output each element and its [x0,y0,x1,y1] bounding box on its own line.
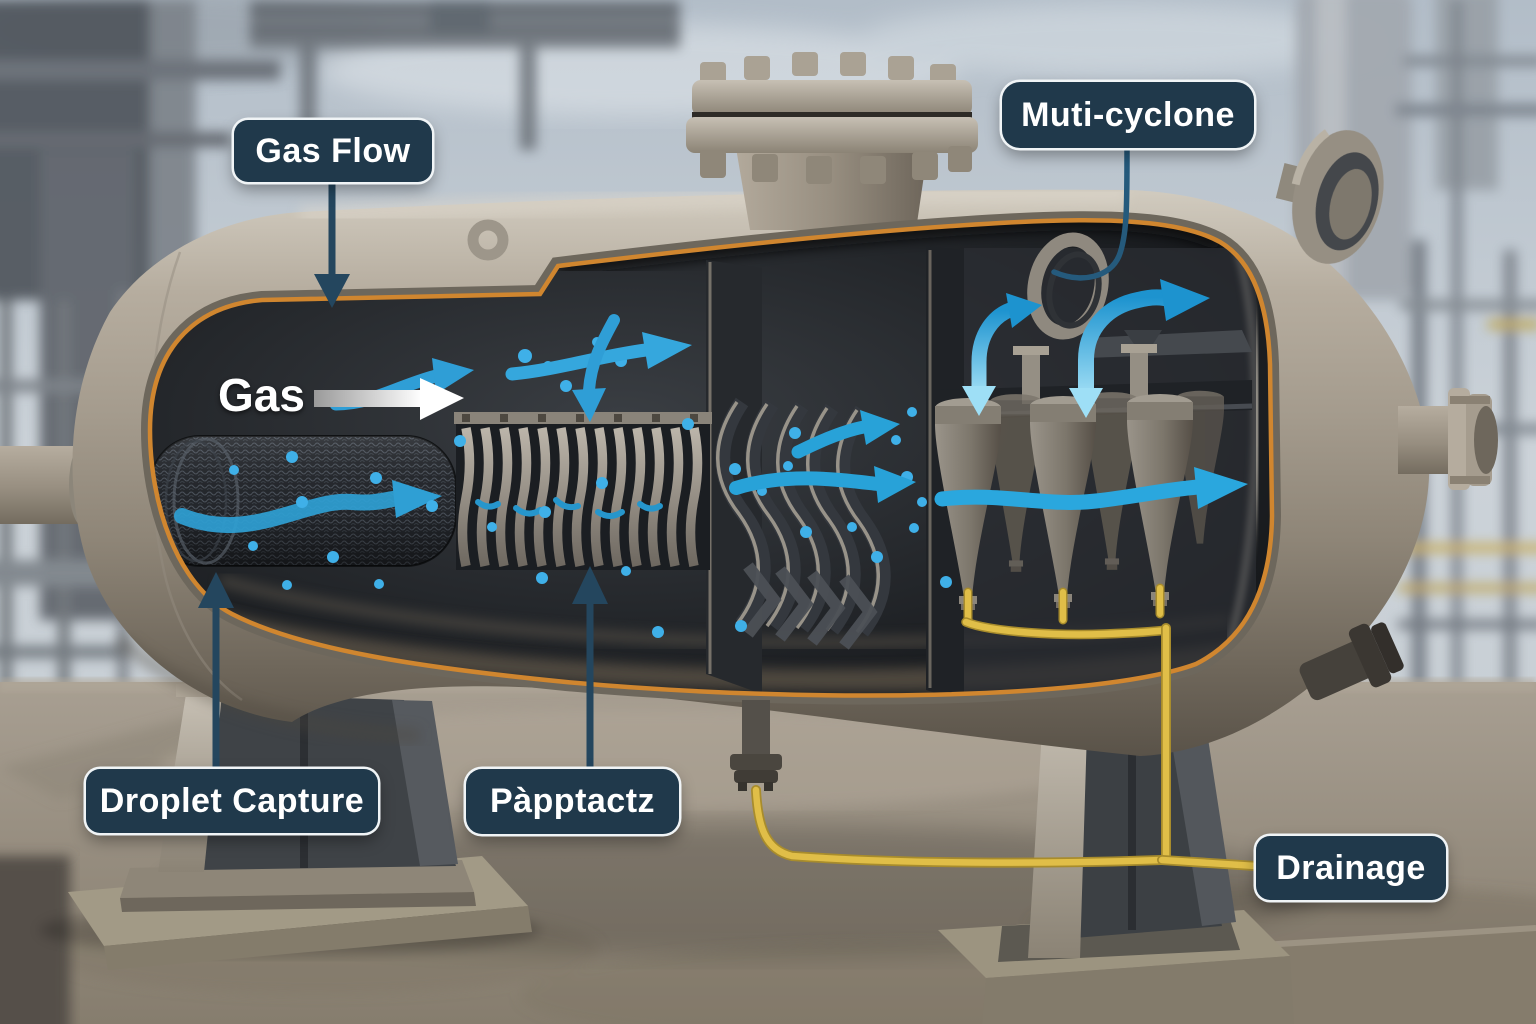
gas-outlet-nozzle [1398,388,1498,490]
top-manway-flange [686,52,978,230]
cyclone-riser [1013,344,1157,404]
vane-pack [454,412,712,570]
side-manway-ring [1275,129,1384,264]
support-saddle-right [938,688,1294,1024]
gas-flow-pointer [314,182,350,308]
label-gas-flow: Gas Flow [234,120,432,182]
mesh-flow-arrow [174,480,442,534]
vane-flow-streaks [475,497,663,519]
label-gas-inlet: Gas [218,369,305,421]
chevron-pack [715,397,891,650]
flange-bolts-bottom [700,146,972,184]
gas-inlet-arrow [314,378,464,420]
label-droplet-capture: Droplet Capture [86,769,378,833]
lifting-lug [467,219,509,261]
muti-cyclone-pointer [1051,147,1130,281]
drain-piping-external [751,623,1261,871]
foreground-object [0,856,70,1024]
droplet-capture-pointer [198,572,234,770]
bottom-right-flange [1299,622,1404,701]
drain-header-internal [961,583,1171,640]
gas-flow-arrows [329,279,1248,510]
papptactz-pointer [572,566,608,770]
bottom-drain-nozzle [730,700,782,791]
vessel-internals [150,220,1261,696]
annotation-connectors [198,147,1130,770]
label-muti-cyclone: Muti-cyclone [1002,82,1254,148]
label-papptactz: Pàpptactz [466,769,679,834]
label-drainage: Drainage [1256,836,1446,900]
